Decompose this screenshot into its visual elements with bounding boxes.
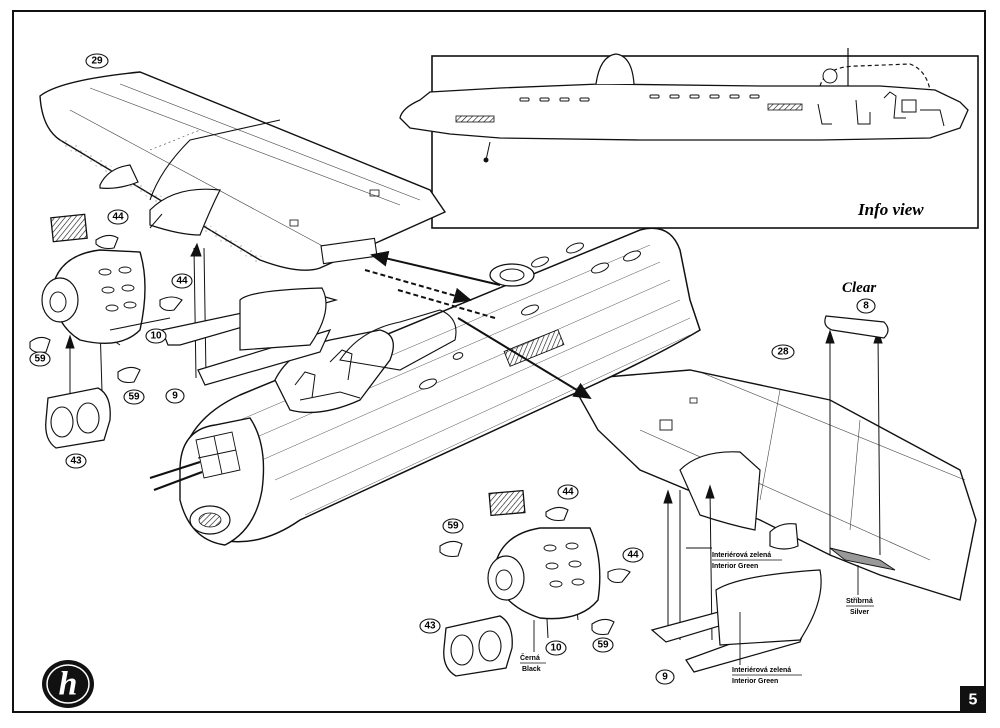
part-label-43-left: 43 [70,456,82,467]
right-engine-assembly [439,315,889,677]
left-part-44-a [95,234,119,250]
interior-green-cz-lower: Interiérová zelená [732,667,791,674]
info-view-astrodome [822,68,838,84]
interior-green-cz-upper: Interiérová zelená [712,552,771,559]
part-label-59-right-a: 59 [447,521,459,532]
silver-en: Silver [850,609,869,616]
left-exhaust-pipe [109,317,171,331]
part-label-44-right-b: 44 [627,550,639,561]
black-cz: Černá [520,653,540,662]
part-label-29: 29 [91,56,103,67]
part-label-9-right: 9 [662,672,668,683]
interior-green-en-upper: Interior Green [712,563,758,570]
fuselage-hatch [503,329,565,367]
interior-green-en-lower: Interior Green [732,678,778,685]
right-cowl-louvres [543,542,585,588]
info-view-fuselage [399,83,969,141]
right-wing-outline [568,369,977,601]
part-label-44-left-b: 44 [176,276,188,287]
left-wing-outline [39,71,447,271]
left-nacelle-stub [149,188,221,236]
nose-glazing [195,431,241,479]
left-part-59-a [29,336,51,354]
left-part-44-b [159,296,183,312]
brand-logo: h [42,660,94,708]
clear-label: Clear [842,280,876,296]
leader-lines [65,242,883,641]
page-number-box: 5 [960,686,986,713]
logo-letter: h [59,666,78,703]
part-8-clear-insert [824,315,889,339]
right-outer-nacelle [769,523,799,550]
info-view-windows [519,94,760,102]
part-number-labels [29,53,876,685]
left-outer-nacelle [99,164,139,189]
black-en: Black [522,666,541,673]
left-exhaust-shield [50,213,88,243]
silver-cz: Stříbrná [846,598,873,605]
part-label-9-left: 9 [172,391,178,402]
right-part-44-b [607,568,631,584]
left-engine-assembly [29,213,339,449]
part-label-28: 28 [777,347,789,358]
page-number: 5 [969,692,978,709]
part-label-43-right: 43 [424,621,436,632]
info-view-hatch-aft [455,115,495,123]
assembly-arrows [364,250,592,400]
part-label-10-right: 10 [550,643,562,654]
left-engine-cowling [51,249,146,345]
info-view-interior [817,91,945,127]
nose-guns [149,460,203,492]
part-label-59-left-b: 59 [128,392,140,403]
part-label-59-right-b: 59 [597,640,609,651]
canopy [339,309,457,371]
part-label-59-left-a: 59 [34,354,46,365]
color-callouts: Clear Interiérová zelená Interior Green … [520,280,876,685]
cockpit-seats [294,349,361,401]
left-cowl-louvres [98,266,137,312]
left-wheel-bay [239,287,327,351]
right-part-44-a [545,506,569,522]
part-label-44-left-a: 44 [112,212,124,223]
part-label-8: 8 [863,301,869,312]
part-label-10-left: 10 [150,331,162,342]
info-view-canopy [819,63,931,91]
info-view-inset: Info view [399,48,979,229]
right-wheel-bay [715,569,822,646]
left-wing [39,71,447,271]
info-view-title: Info view [857,200,924,219]
right-exhaust-shield [488,489,526,517]
info-view-hatch-mid [767,103,803,111]
info-view-turret [595,53,635,85]
part-label-44-right-a: 44 [562,487,574,498]
right-engine-cowling [493,527,601,620]
page-border [12,10,986,713]
right-part-59-b [591,618,615,636]
left-part-59-b [117,366,141,384]
right-part-59-a [439,540,463,558]
right-wing [568,369,977,601]
